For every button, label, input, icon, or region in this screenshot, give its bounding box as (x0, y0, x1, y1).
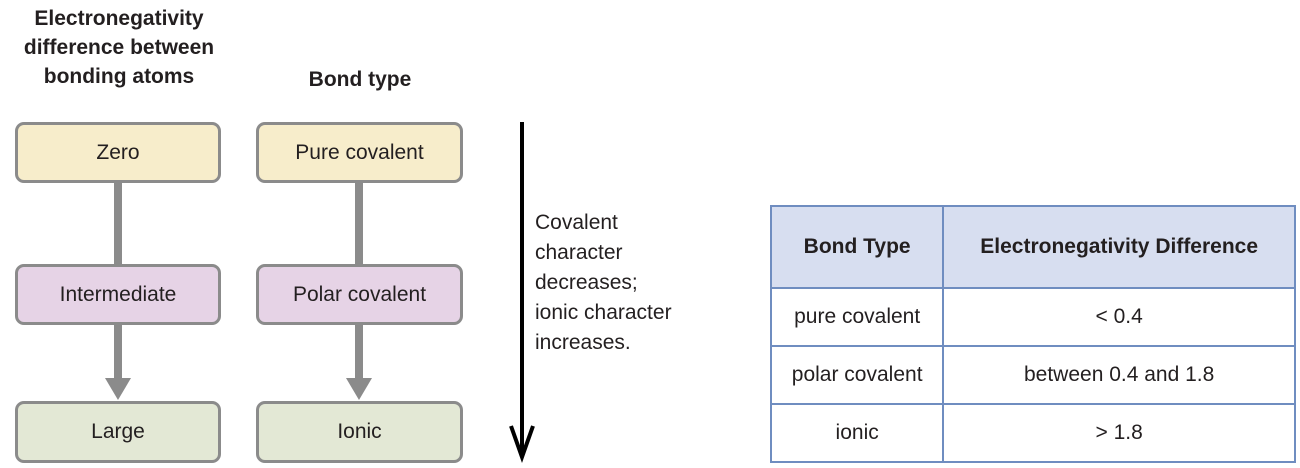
table-header-bond-type: Bond Type (769, 205, 945, 289)
box-ionic: Ionic (256, 401, 463, 463)
table-cell-en-difference: > 1.8 (942, 403, 1296, 463)
arrowhead-left (105, 378, 131, 400)
electronegativity-column-header: Electronegativity difference between bon… (23, 7, 215, 88)
box-intermediate: Intermediate (15, 264, 221, 325)
table-cell-bond-type: ionic (769, 403, 945, 463)
table-cell-bond-type: pure covalent (769, 287, 945, 347)
table-row: polar covalent between 0.4 and 1.8 (769, 345, 1296, 405)
table-cell-en-difference: < 0.4 (942, 287, 1296, 347)
table-header-row: Bond Type Electronegativity Difference (769, 205, 1296, 289)
bond-type-column-header: Bond type (308, 68, 412, 91)
box-ionic-label: Ionic (337, 420, 382, 443)
box-zero: Zero (15, 122, 221, 183)
table-row: ionic > 1.8 (769, 403, 1296, 463)
box-pure-covalent: Pure covalent (256, 122, 463, 183)
bond-type-table: Bond Type Electronegativity Difference p… (769, 205, 1296, 463)
box-zero-label: Zero (96, 140, 140, 164)
table-row: pure covalent < 0.4 (769, 287, 1296, 347)
box-pure-covalent-label: Pure covalent (295, 140, 424, 164)
table-header-en-difference: Electronegativity Difference (942, 205, 1296, 289)
arrowhead-right (346, 378, 372, 400)
table-cell-en-difference: between 0.4 and 1.8 (942, 345, 1296, 405)
box-large: Large (15, 401, 221, 463)
table-cell-bond-type: polar covalent (769, 345, 945, 405)
box-polar-covalent-label: Polar covalent (292, 282, 427, 306)
box-polar-covalent: Polar covalent (256, 264, 463, 325)
trend-arrow-head (509, 425, 535, 463)
box-large-label: Large (91, 420, 145, 443)
box-intermediate-label: Intermediate (59, 282, 177, 306)
trend-description: Covalent character decreases; ionic char… (535, 211, 672, 354)
